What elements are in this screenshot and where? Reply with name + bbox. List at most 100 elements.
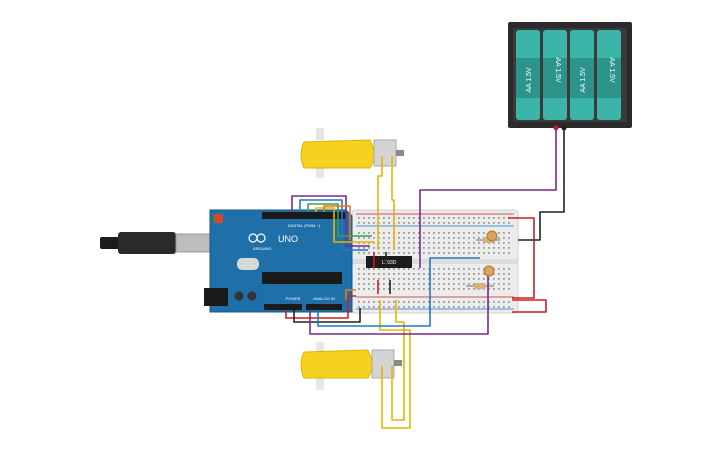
breadboard-hole — [388, 247, 390, 249]
wires — [285, 128, 565, 429]
breadboard-hole — [478, 278, 480, 280]
breadboard-hole — [373, 242, 375, 244]
breadboard-hole — [403, 232, 405, 234]
wire-a0[interactable] — [309, 276, 489, 335]
wire-motor-top-b[interactable] — [391, 156, 395, 250]
breadboard-hole — [443, 306, 445, 308]
breadboard-hole — [383, 232, 385, 234]
breadboard-hole — [423, 283, 425, 285]
photoresistor-1[interactable] — [486, 230, 498, 242]
breadboard-hole — [478, 252, 480, 254]
breadboard-hole — [428, 232, 430, 234]
breadboard-hole — [408, 217, 410, 219]
breadboard-hole — [373, 301, 375, 303]
wire-motor-bottom-b[interactable] — [391, 300, 405, 421]
wire-rail-red-right[interactable] — [508, 217, 535, 299]
breadboard-hole — [503, 278, 505, 280]
breadboard-hole — [388, 252, 390, 254]
breadboard-hole — [413, 232, 415, 234]
breadboard-hole — [443, 242, 445, 244]
breadboard-hole — [483, 217, 485, 219]
breadboard-hole — [463, 306, 465, 308]
breadboard-hole — [408, 232, 410, 234]
breadboard-hole — [418, 252, 420, 254]
breadboard-hole — [493, 222, 495, 224]
breadboard-hole — [498, 252, 500, 254]
resistor-2[interactable] — [466, 283, 494, 289]
breadboard-hole — [408, 283, 410, 285]
breadboard-hole — [418, 273, 420, 275]
wire-orange-left[interactable] — [345, 289, 356, 300]
wire-motor-top-a[interactable] — [377, 156, 383, 250]
wire-d-blue[interactable] — [299, 199, 368, 251]
breadboard-hole — [433, 242, 435, 244]
power-jack — [204, 288, 228, 306]
breadboard-hole — [383, 247, 385, 249]
breadboard-hole — [408, 306, 410, 308]
digital-label: DIGITAL (PWM ~) — [288, 223, 321, 228]
photoresistor-2[interactable] — [483, 265, 495, 277]
breadboard-hole — [423, 232, 425, 234]
breadboard-hole — [408, 252, 410, 254]
wire-d-purple[interactable] — [291, 195, 370, 247]
breadboard-hole — [378, 288, 380, 290]
breadboard-hole — [508, 232, 510, 234]
motor-shaft — [316, 342, 324, 352]
breadboard-hole — [358, 222, 360, 224]
breadboard-hole — [458, 301, 460, 303]
breadboard-hole — [448, 273, 450, 275]
breadboard-hole — [508, 252, 510, 254]
breadboard-hole — [428, 278, 430, 280]
arduino-uno[interactable]: DIGITAL (PWM ~) UNO ARDUINO POWER ANALOG… — [100, 209, 353, 313]
breadboard-hole — [398, 273, 400, 275]
breadboard-hole — [398, 283, 400, 285]
breadboard-hole — [433, 232, 435, 234]
wire-d-yellow[interactable] — [315, 207, 374, 243]
breadboard-hole — [413, 288, 415, 290]
breadboard-hole — [433, 247, 435, 249]
breadboard-hole — [498, 222, 500, 224]
breadboard-hole — [378, 268, 380, 270]
breadboard-hole — [448, 268, 450, 270]
reset-button[interactable] — [214, 214, 223, 223]
dc-motor-top[interactable] — [300, 128, 404, 178]
wire-rail-red-bottom[interactable] — [512, 299, 547, 313]
breadboard-hole — [373, 237, 375, 239]
wire-d-orange[interactable] — [323, 205, 351, 240]
breadboard-hole — [448, 247, 450, 249]
battery-pack[interactable]: AA 1.5V AA 1.5V AA 1.5V AA 1.5V — [508, 22, 632, 131]
breadboard-hole — [508, 273, 510, 275]
breadboard-hole — [428, 222, 430, 224]
capacitor — [247, 291, 257, 301]
breadboard-hole — [403, 268, 405, 270]
breadboard-hole — [498, 268, 500, 270]
breadboard-hole — [503, 268, 505, 270]
usb-connector — [175, 233, 213, 253]
breadboard-hole — [473, 252, 475, 254]
breadboard-hole — [468, 247, 470, 249]
breadboard-hole — [443, 237, 445, 239]
analog-label: ANALOG IN — [313, 296, 335, 301]
breadboard-hole — [453, 273, 455, 275]
breadboard-hole — [378, 222, 380, 224]
breadboard-hole — [463, 278, 465, 280]
wire-5v[interactable] — [285, 295, 356, 319]
breadboard-hole — [413, 278, 415, 280]
wire-a1[interactable] — [317, 257, 480, 327]
wire-battery-negative[interactable] — [518, 128, 565, 241]
breadboard-hole — [443, 252, 445, 254]
breadboard-hole — [443, 222, 445, 224]
breadboard-hole — [478, 222, 480, 224]
breadboard-hole — [373, 306, 375, 308]
breadboard-hole — [438, 217, 440, 219]
wire-battery-positive[interactable] — [419, 128, 557, 268]
dc-motor-bottom[interactable] — [300, 342, 402, 390]
breadboard-hole — [403, 301, 405, 303]
breadboard-hole — [423, 306, 425, 308]
breadboard-hole — [448, 283, 450, 285]
motor-driver-chip[interactable]: L293D — [366, 256, 412, 268]
breadboard-hole — [413, 301, 415, 303]
breadboard-hole — [448, 237, 450, 239]
wire-motor-bottom-a[interactable] — [379, 300, 411, 429]
wire-gnd[interactable] — [293, 308, 361, 323]
